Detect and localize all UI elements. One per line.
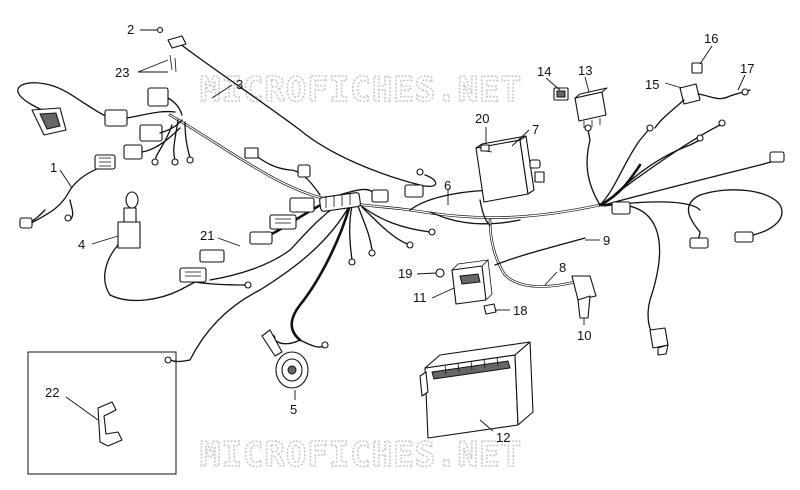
sub-harness-1 bbox=[19, 154, 116, 229]
callout-numbers: 2 23 3 1 4 21 5 6 7 8 9 10 11 12 13 14 1… bbox=[45, 22, 754, 445]
fuse-16 bbox=[691, 62, 703, 74]
callout-10: 10 bbox=[577, 328, 591, 343]
callout-6: 6 bbox=[444, 178, 451, 193]
callout-23: 23 bbox=[115, 65, 129, 80]
callout-17: 17 bbox=[740, 61, 754, 76]
battery-12 bbox=[419, 341, 534, 439]
callout-3: 3 bbox=[236, 77, 243, 92]
handlebar-connector-group bbox=[17, 82, 194, 166]
watermark-top: MICROFICHES.NET bbox=[200, 70, 522, 110]
fuse-14 bbox=[553, 87, 569, 101]
callout-15: 15 bbox=[645, 77, 659, 92]
callout-16: 16 bbox=[704, 31, 718, 46]
callout-1: 1 bbox=[50, 160, 57, 175]
callout-19: 19 bbox=[398, 266, 412, 281]
callout-14: 14 bbox=[537, 64, 551, 79]
screw-18 bbox=[483, 303, 497, 315]
extension-harness bbox=[687, 189, 783, 249]
callout-21: 21 bbox=[200, 228, 214, 243]
cdi-unit-7 bbox=[475, 135, 545, 226]
voltage-regulator-11 bbox=[451, 259, 493, 305]
callout-9: 9 bbox=[603, 233, 610, 248]
callout-5: 5 bbox=[290, 402, 297, 417]
watermark-bottom: MICROFICHES.NET bbox=[200, 435, 522, 475]
fuse-holder-15 bbox=[654, 83, 751, 129]
ignition-switch-4 bbox=[104, 191, 246, 302]
horn-5 bbox=[164, 329, 329, 389]
callout-20: 20 bbox=[475, 111, 489, 126]
spark-plug-cap-10 bbox=[571, 275, 597, 319]
callout-8: 8 bbox=[559, 260, 566, 275]
callout-11: 11 bbox=[413, 290, 427, 305]
inset-frame bbox=[27, 351, 177, 475]
harness-connectors bbox=[179, 147, 436, 289]
clip-22 bbox=[97, 401, 123, 447]
callout-22: 22 bbox=[45, 385, 59, 400]
screw-20 bbox=[480, 144, 493, 153]
callout-7: 7 bbox=[532, 122, 539, 137]
right-connectors bbox=[584, 119, 785, 356]
bolt-19 bbox=[435, 268, 445, 278]
callout-13: 13 bbox=[578, 63, 592, 78]
wire-3 bbox=[174, 39, 437, 187]
connector-17 bbox=[741, 88, 749, 96]
grommet-2 bbox=[156, 26, 164, 34]
callout-18: 18 bbox=[513, 303, 527, 318]
callout-12: 12 bbox=[496, 430, 510, 445]
wire-9 bbox=[494, 237, 586, 266]
leader-lines bbox=[59, 29, 746, 432]
callout-4: 4 bbox=[78, 237, 85, 252]
main-wiring-harness bbox=[168, 113, 779, 361]
part-23 bbox=[167, 35, 187, 73]
relay-13 bbox=[574, 87, 608, 128]
callout-2: 2 bbox=[127, 22, 134, 37]
